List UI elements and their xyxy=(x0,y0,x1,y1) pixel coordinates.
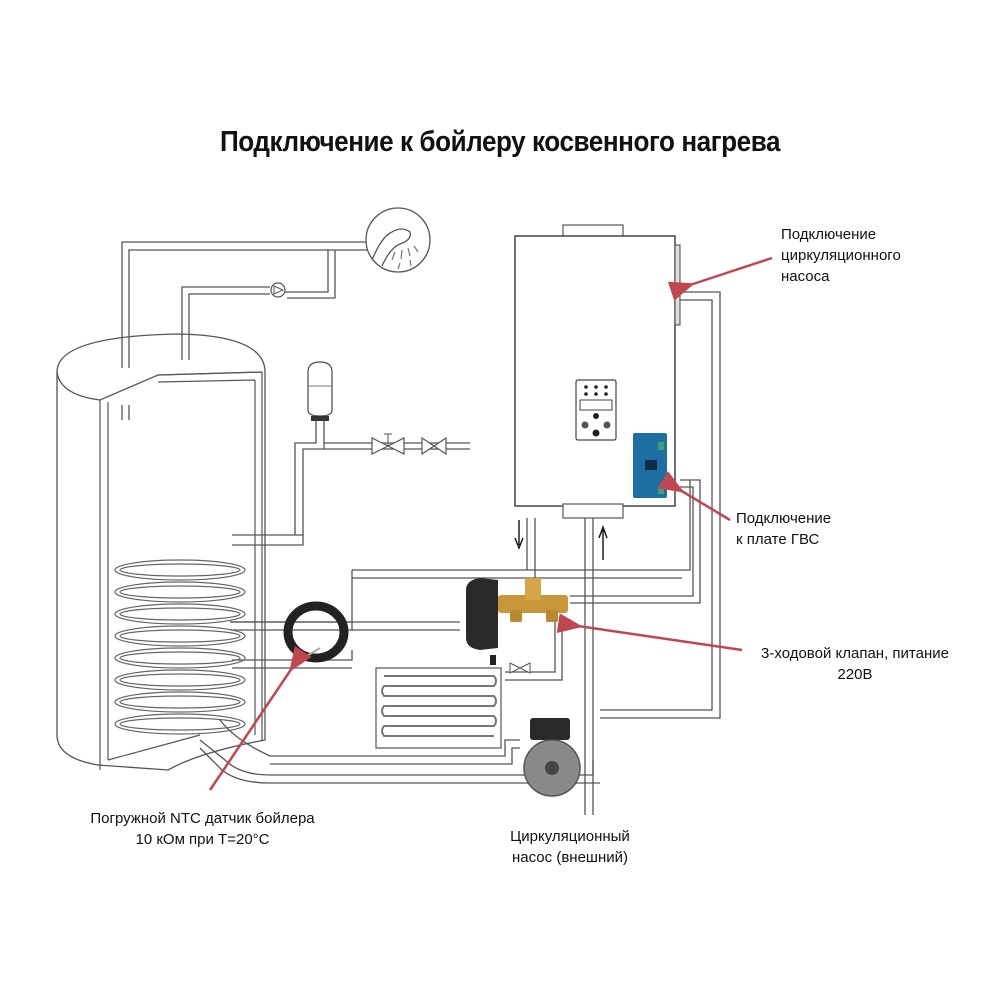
wall-boiler xyxy=(514,224,681,519)
ntc-sensor-cable xyxy=(283,601,349,666)
three-way-valve xyxy=(466,578,568,665)
dhw-pipes xyxy=(121,241,370,420)
radiator xyxy=(375,667,502,749)
indirect-heating-tank xyxy=(56,333,266,771)
label-dhw-board-connection: Подключение к плате ГВС xyxy=(736,510,832,548)
shower-icon xyxy=(365,207,431,273)
label-three-way-valve: 3-ходовой клапан, питание 220В xyxy=(761,645,949,683)
flow-arrow-up-icon xyxy=(598,524,608,560)
bypass-valve-icon xyxy=(509,662,531,674)
flow-arrow-down-icon xyxy=(514,520,524,550)
shutoff-valve-icon xyxy=(371,433,405,455)
callout-arrows xyxy=(208,256,773,791)
dhw-control-board xyxy=(633,433,667,498)
pump-direction-icon xyxy=(273,285,285,295)
boiler-control-panel[interactable] xyxy=(575,379,617,441)
label-external-pump: Циркуляционный насос (внешний) xyxy=(510,828,630,866)
label-ntc-sensor: Погружной NTC датчик бойлера 10 кОм при … xyxy=(90,810,315,848)
heat-exchanger-coil xyxy=(114,559,246,735)
label-circulation-pump-connection: Подключение циркуляционного насоса xyxy=(781,226,901,285)
expansion-tank xyxy=(307,361,333,421)
diagram-title: Подключение к бойлеру косвенного нагрева xyxy=(219,126,781,158)
external-circulation-pump xyxy=(523,718,581,797)
check-valve-icon xyxy=(421,436,447,456)
